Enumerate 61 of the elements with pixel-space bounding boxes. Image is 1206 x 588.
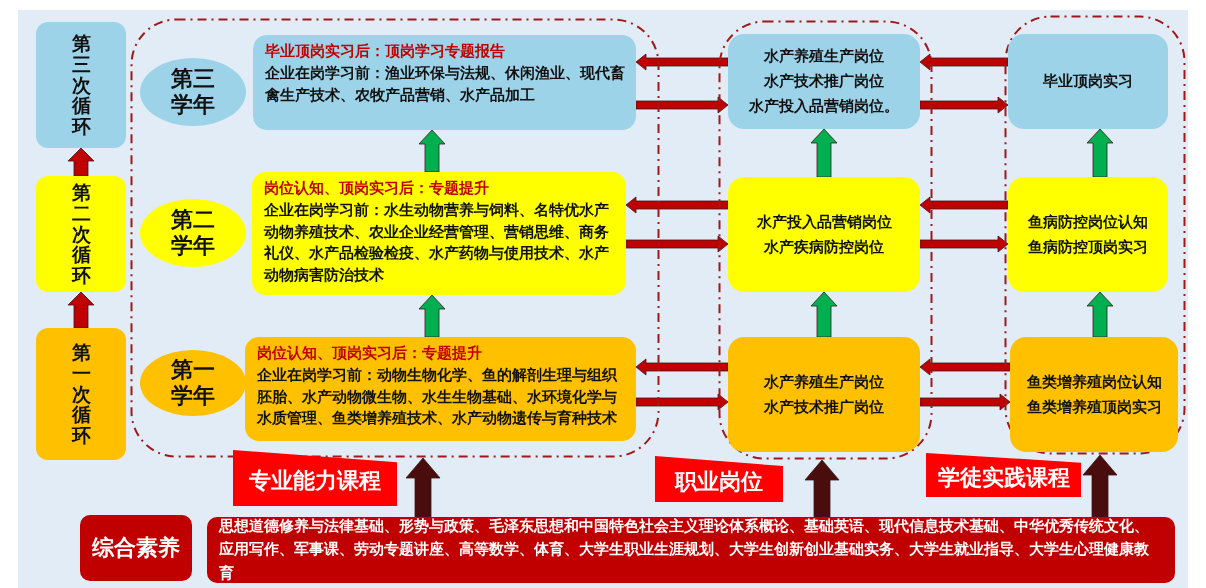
- block-arrow: [919, 196, 1009, 214]
- category-tag: 综合素养: [80, 515, 192, 581]
- position-label: 水产养殖生产岗位: [764, 371, 884, 393]
- year-label: 第三学年: [170, 65, 216, 119]
- cycle-box: [36, 176, 126, 292]
- course-heading: 毕业顶岗实习后：顶岗学习专题报告: [265, 42, 506, 61]
- year-label: 第一学年: [170, 356, 216, 410]
- block-arrow: [635, 96, 729, 114]
- practice-label: 鱼病防控顶岗实习: [1028, 236, 1148, 258]
- block-arrow: [625, 235, 729, 253]
- position-label: 水产投入品营销岗位。: [749, 95, 899, 117]
- block-arrow: [919, 235, 1009, 253]
- cycle-label: 第一次循环: [71, 341, 91, 447]
- position-label: 水产技术推广岗位: [764, 396, 884, 418]
- cycle-label: 第三次循环: [71, 32, 91, 138]
- practice-label: 鱼病防控岗位认知: [1028, 211, 1148, 233]
- practice-label: 毕业顶岗实习: [1043, 71, 1133, 93]
- cycle-box: [36, 328, 126, 460]
- position-label: 水产投入品营销岗位: [756, 211, 892, 233]
- block-arrow: [418, 129, 446, 173]
- course-box: [245, 337, 636, 441]
- block-arrow: [635, 358, 729, 376]
- block-arrow: [1086, 291, 1114, 338]
- block-arrow: [418, 294, 446, 338]
- practice-label: 鱼类增养殖顶岗实习: [1026, 396, 1162, 418]
- block-arrow: [919, 358, 1011, 376]
- course-list: 企业在岗学习前：水生动物营养与饲料、名特优水产动物养殖技术、农业企业经营管理、营销思维、商务礼仪、水产品检验检疫、水产药物与使用技术、水产动物病害防治技术: [264, 199, 616, 287]
- course-box: [253, 35, 636, 130]
- course-box: [252, 172, 626, 295]
- position-label: 水产疾病防控岗位: [764, 236, 884, 258]
- course-list: 企业在岗学习前：动物生物化学、鱼的解剖生理与组织胚胎、水产动物微生物、水生生物基础、水环境化学与水质管理、鱼类增养殖技术、水产动物遗传与育种技术: [257, 364, 626, 430]
- position-box: [728, 34, 920, 129]
- block-arrow: [67, 291, 95, 329]
- block-arrow: [810, 128, 838, 178]
- block-arrow: [405, 457, 441, 518]
- position-label: 水产养殖生产岗位: [764, 46, 884, 68]
- course-heading: 岗位认知、顶岗实习后：专题提升: [257, 344, 483, 363]
- block-arrow: [919, 96, 1009, 114]
- course-list: 企业在岗学习前：渔业环保与法规、休闲渔业、现代畜禽生产技术、农牧产品营销、水产品加工: [265, 62, 626, 107]
- practice-box: [1010, 337, 1178, 452]
- course-list-box: 思想道德修养与法律基础、形势与政策、毛泽东思想和中国特色社会主义理论体系概论、基础英语、现代信息技术基础、中华优秀传统文化、应用写作、军事课、劳动专题讲座、高等数学、体育、大学生职业生涯规划、大学生创新创业基础实务、大学生就业指导、大学生心理健康教育: [207, 517, 1175, 583]
- practice-box: [1008, 34, 1168, 129]
- block-arrow: [804, 459, 840, 518]
- block-arrow: [67, 147, 95, 177]
- block-arrow: [635, 53, 729, 71]
- block-arrow: [1086, 128, 1114, 178]
- practice-label: 鱼类增养殖岗位认知: [1026, 371, 1162, 393]
- cycle-box: [36, 22, 126, 148]
- position-box: [728, 337, 920, 452]
- year-label: 第二学年: [170, 206, 216, 260]
- block-arrow: [625, 196, 729, 214]
- block-arrow: [635, 393, 729, 411]
- block-arrow: [919, 393, 1011, 411]
- course-heading: 岗位认知、顶岗实习后：专题提升: [264, 179, 490, 198]
- block-arrow: [919, 53, 1009, 71]
- position-box: [728, 177, 920, 292]
- cycle-label: 第二次循环: [71, 181, 91, 287]
- block-arrow: [810, 291, 838, 338]
- block-arrow: [1082, 454, 1118, 518]
- practice-box: [1008, 177, 1168, 292]
- position-label: 水产技术推广岗位: [764, 71, 884, 93]
